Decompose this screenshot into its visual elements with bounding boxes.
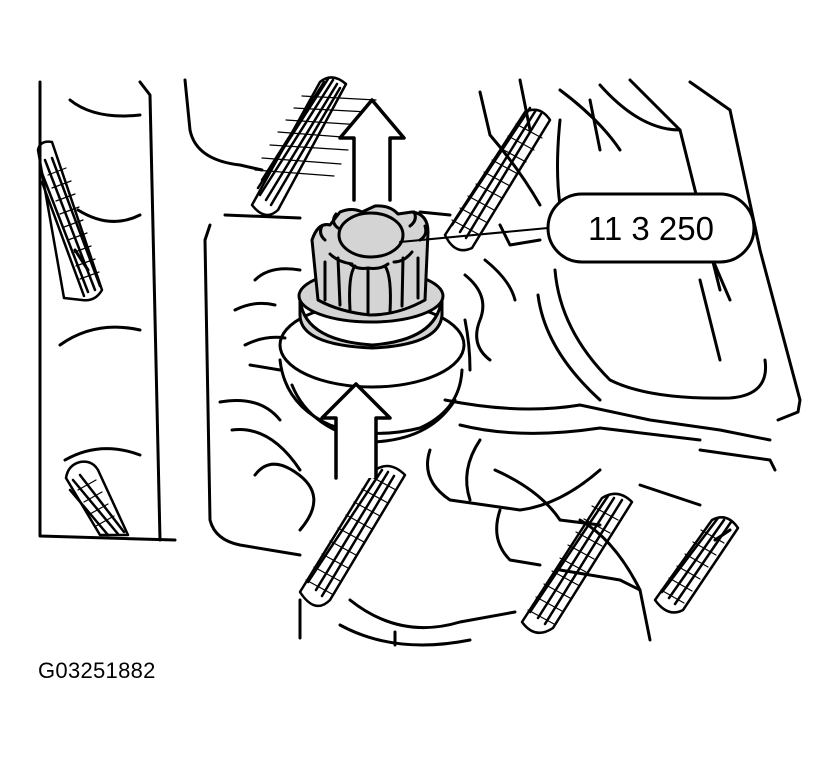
callout-box: 11 3 250 xyxy=(546,192,756,264)
special-tool xyxy=(297,204,445,350)
figure-code: G03251882 xyxy=(38,658,156,683)
stud-left-lower xyxy=(64,460,130,537)
stud-far-right xyxy=(653,516,740,614)
arrow-up-bottom xyxy=(320,382,392,480)
stud-bottom-right xyxy=(520,492,634,635)
stud-bolts xyxy=(36,76,740,635)
stud-left-upper xyxy=(36,140,104,302)
intake-manifold xyxy=(536,118,768,402)
stud-bottom-center xyxy=(298,464,407,608)
center-housing xyxy=(183,78,802,647)
arrow-up-top xyxy=(338,98,406,202)
callout-label: 11 3 250 xyxy=(588,210,714,247)
left-block-panel xyxy=(38,80,177,542)
stud-top-center-left xyxy=(250,76,377,217)
callout-leader xyxy=(399,227,549,243)
